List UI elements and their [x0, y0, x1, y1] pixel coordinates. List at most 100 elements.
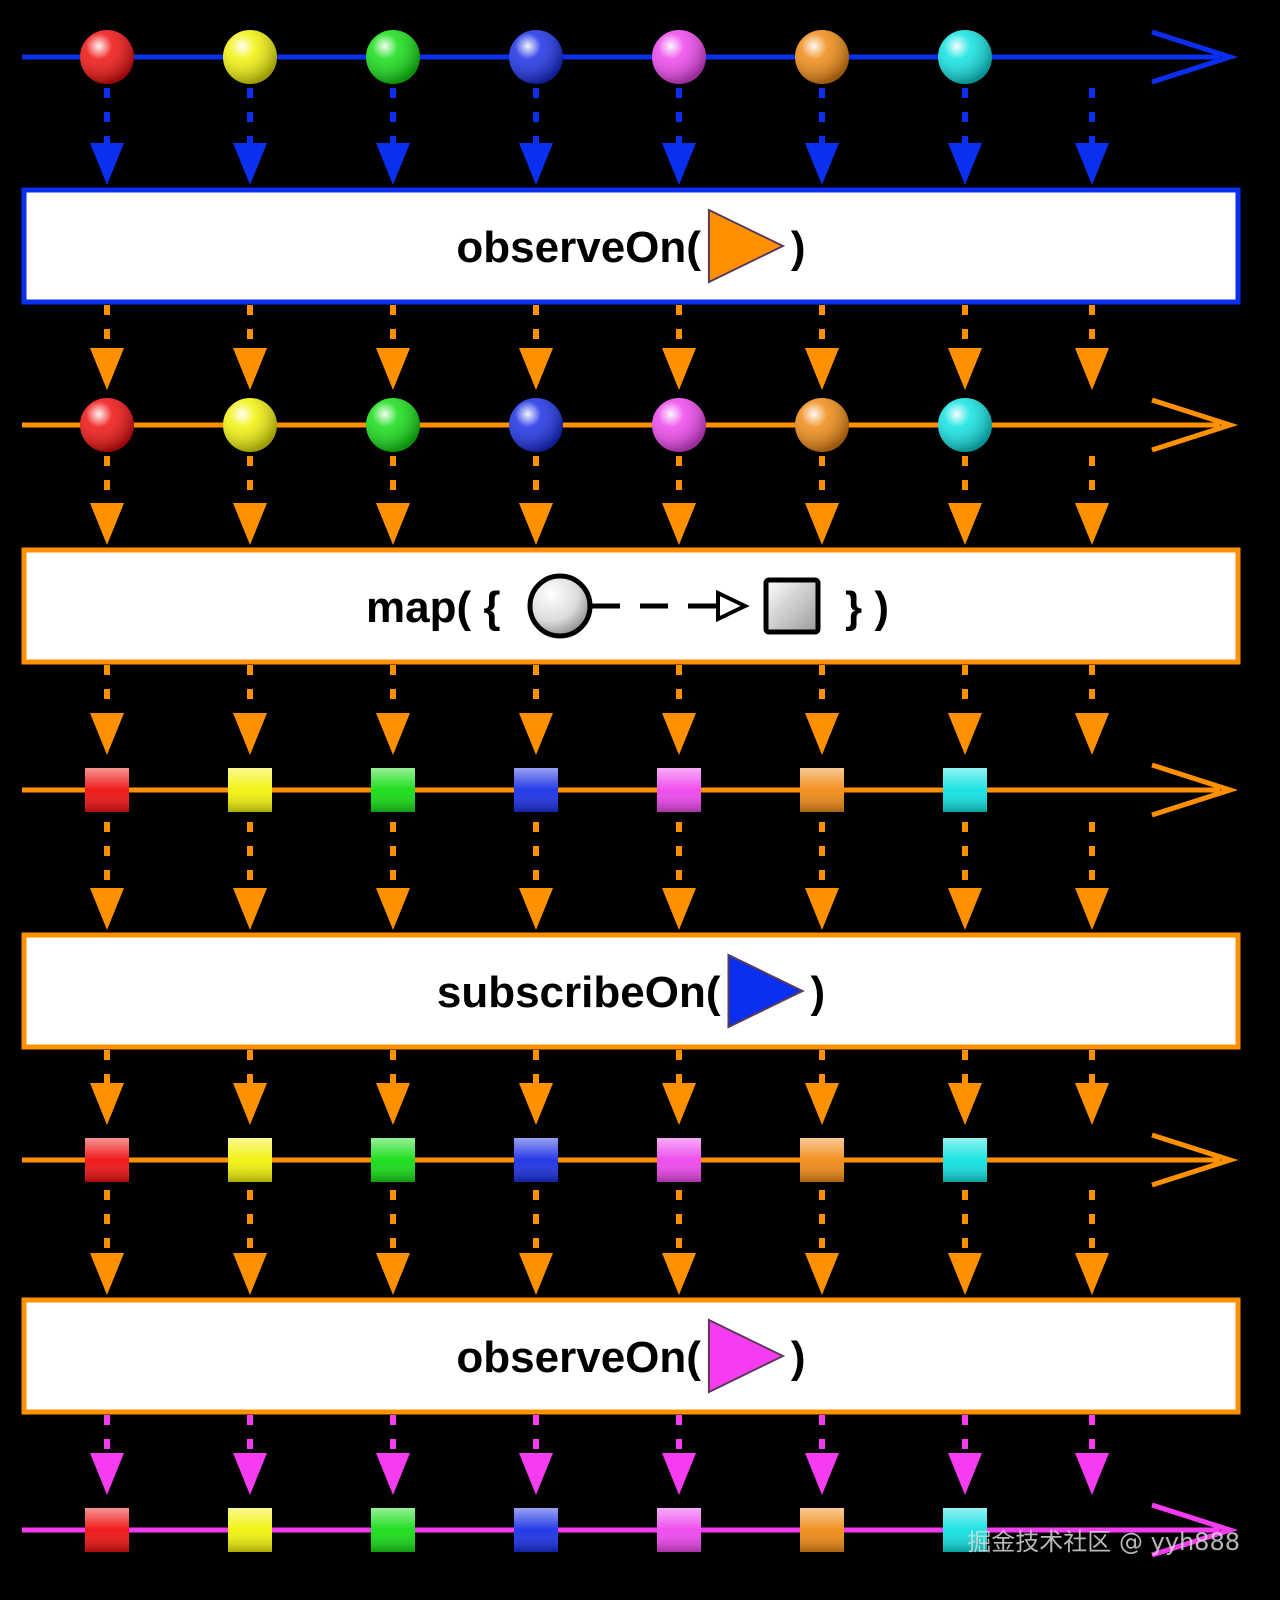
- arrowhead-icon: [716, 589, 750, 623]
- square-shine: [228, 768, 272, 812]
- arrow-down-icon: [1075, 143, 1109, 185]
- arrow-down-icon: [376, 1253, 410, 1295]
- arrow-down-icon: [519, 713, 553, 755]
- square-shine: [371, 1138, 415, 1182]
- timeline-arrow-icon: [1151, 1502, 1239, 1558]
- marble-shine: [509, 398, 563, 452]
- operator-box-frame: [21, 187, 1241, 305]
- arrow-down-icon: [662, 348, 696, 390]
- arrow-down-icon: [948, 348, 982, 390]
- timeline-arrow-icon: [1151, 29, 1239, 85]
- marble-shine: [652, 30, 706, 84]
- arrow-down-icon: [805, 1253, 839, 1295]
- square-shine: [800, 1508, 844, 1552]
- operator-box-frame: [21, 1297, 1241, 1415]
- arrow-down-icon: [1075, 713, 1109, 755]
- arrow-down-icon: [90, 143, 124, 185]
- marble-shine: [938, 30, 992, 84]
- arrow-down-icon: [662, 1453, 696, 1495]
- watermark: 掘金技术社区 @ yyh888: [967, 1528, 1240, 1556]
- arrow-down-icon: [1075, 503, 1109, 545]
- arrow-down-icon: [233, 1083, 267, 1125]
- operator-label-closing: ): [810, 968, 825, 1017]
- arrow-down-icon: [519, 1453, 553, 1495]
- arrow-down-icon: [233, 503, 267, 545]
- marble-shine: [652, 398, 706, 452]
- operator-box: observeOn(): [21, 1297, 1241, 1415]
- arrow-down-icon: [662, 888, 696, 930]
- arrow-down-icon: [376, 713, 410, 755]
- operator-box-frame: [21, 547, 1241, 665]
- arrow-down-icon: [376, 1453, 410, 1495]
- arrow-down-icon: [662, 143, 696, 185]
- square-shine: [943, 1508, 987, 1552]
- operator-label-closing: } ): [845, 583, 889, 632]
- arrow-down-icon: [1075, 1253, 1109, 1295]
- square-shine: [85, 768, 129, 812]
- timeline: [22, 397, 1239, 453]
- marble-shine: [223, 398, 277, 452]
- arrow-down-icon: [1075, 1083, 1109, 1125]
- arrow-down-icon: [519, 1083, 553, 1125]
- arrow-down-icon: [662, 1253, 696, 1295]
- arrow-down-icon: [90, 713, 124, 755]
- arrow-down-icon: [805, 503, 839, 545]
- marble-shine: [223, 30, 277, 84]
- marble-shine: [80, 398, 134, 452]
- square-shine: [228, 1508, 272, 1552]
- arrow-down-icon: [948, 1253, 982, 1295]
- arrow-down-icon: [90, 1453, 124, 1495]
- arrow-down-icon: [519, 1253, 553, 1295]
- operator-label: observeOn(: [456, 1333, 701, 1382]
- arrow-down-icon: [233, 713, 267, 755]
- arrow-down-icon: [805, 348, 839, 390]
- connector-arrows: [90, 88, 1109, 1495]
- arrow-down-icon: [948, 1083, 982, 1125]
- arrow-down-icon: [948, 503, 982, 545]
- arrow-down-icon: [90, 503, 124, 545]
- blue-play-triangle-icon: [727, 953, 805, 1029]
- square-shine: [85, 1138, 129, 1182]
- operator-label-closing: ): [791, 1333, 806, 1382]
- operator-box: observeOn(): [21, 187, 1241, 305]
- orange-play-triangle-icon: [707, 208, 786, 284]
- arrow-down-icon: [948, 143, 982, 185]
- square-shine: [514, 768, 558, 812]
- arrow-down-icon: [233, 1453, 267, 1495]
- arrow-down-icon: [1075, 888, 1109, 930]
- operator-label: observeOn(: [456, 223, 701, 272]
- arrow-down-icon: [90, 1253, 124, 1295]
- square-icon: [763, 577, 821, 635]
- timeline: [22, 29, 1239, 85]
- arrow-down-icon: [662, 503, 696, 545]
- square-shine: [657, 768, 701, 812]
- square-shine: [943, 1138, 987, 1182]
- square-shine: [371, 1508, 415, 1552]
- square-shine: [800, 768, 844, 812]
- arrow-down-icon: [948, 713, 982, 755]
- timeline: [22, 1502, 1239, 1558]
- arrow-down-icon: [662, 1083, 696, 1125]
- arrow-down-icon: [1075, 348, 1109, 390]
- arrow-down-icon: [519, 143, 553, 185]
- square-shine: [514, 1138, 558, 1182]
- circle-icon: [527, 573, 593, 639]
- arrow-down-icon: [376, 1083, 410, 1125]
- circle-to-square-transform-icon: [527, 573, 821, 639]
- timeline-arrow-icon: [1151, 1132, 1239, 1188]
- timeline-arrow-icon: [1151, 762, 1239, 818]
- arrow-down-icon: [519, 348, 553, 390]
- operator-label: map( {: [366, 583, 500, 632]
- arrow-down-icon: [376, 143, 410, 185]
- operator-box: map( { } ): [21, 547, 1241, 665]
- square-shine: [371, 768, 415, 812]
- arrow-down-icon: [90, 888, 124, 930]
- magenta-play-triangle-icon: [707, 1318, 786, 1394]
- arrow-down-icon: [90, 1083, 124, 1125]
- arrow-down-icon: [233, 348, 267, 390]
- marble-shine: [938, 398, 992, 452]
- square-shine: [657, 1508, 701, 1552]
- arrow-down-icon: [376, 503, 410, 545]
- arrow-down-icon: [805, 1453, 839, 1495]
